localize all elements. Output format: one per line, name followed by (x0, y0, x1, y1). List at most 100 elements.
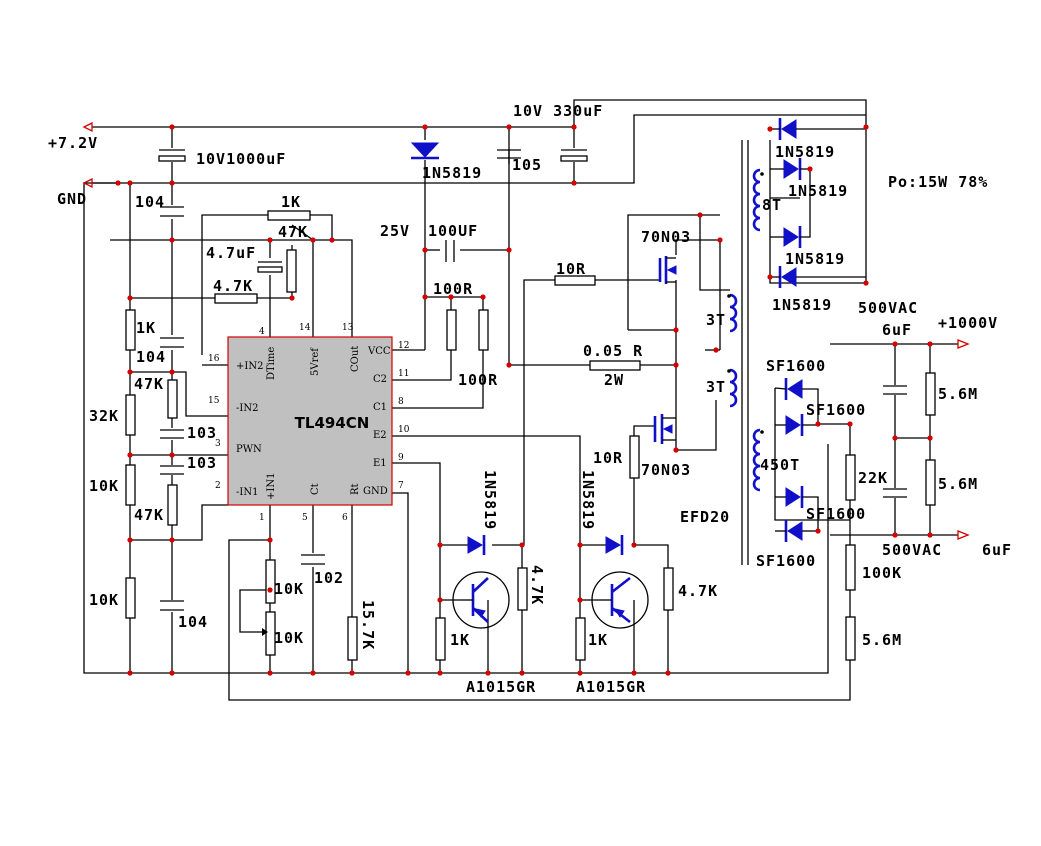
label-diode-in: 1N5819 (422, 164, 482, 182)
junction-dot (892, 341, 898, 347)
svg-text:16: 16 (208, 354, 220, 364)
vout-terminal (957, 339, 970, 349)
label-d-q2: 1N5819 (579, 470, 597, 530)
label-sec-turns: 450T (760, 456, 800, 474)
svg-text:GND: GND (363, 486, 388, 497)
junction-dot (847, 421, 853, 427)
diode-sf1600-c (785, 486, 804, 508)
junction-dot (697, 212, 703, 218)
label-r-10k-a: 10K (89, 477, 119, 495)
resistor-10k-c (265, 559, 276, 604)
resistor-4k7-q2 (663, 567, 674, 611)
label-pot-10k: 10K (274, 629, 304, 647)
resistor-10k-b (125, 577, 136, 619)
svg-text:+IN2: +IN2 (236, 361, 263, 372)
resistor-22k (845, 454, 856, 501)
label-gnd: GND (57, 190, 87, 208)
resistor-5m6-b (925, 459, 936, 506)
junction-dot (310, 237, 316, 243)
svg-text:10: 10 (398, 425, 410, 435)
label-c-105: 105 (512, 156, 542, 174)
junction-dot (631, 670, 637, 676)
label-c-102: 102 (314, 569, 344, 587)
junction-dot (892, 435, 898, 441)
resistor-4k7-q1 (517, 567, 528, 611)
label-pri-b: 3T (706, 378, 726, 396)
capacitor-102 (301, 554, 325, 565)
label-r-10k-b: 10K (89, 591, 119, 609)
svg-text:15: 15 (208, 396, 220, 406)
svg-text:5: 5 (302, 513, 308, 523)
label-r-10r-bot: 10R (593, 449, 623, 467)
junction-dot (863, 124, 869, 130)
resistor-32k (125, 394, 136, 436)
svg-text:12: 12 (398, 341, 409, 351)
diode-1n5819-q1 (467, 535, 486, 555)
junction-dot (927, 532, 933, 538)
junction-dot (480, 294, 486, 300)
junction-dot (807, 166, 813, 172)
junction-dot (267, 537, 273, 543)
junction-dot (673, 362, 679, 368)
resistor-4k7-top (214, 293, 258, 304)
resistor-47k-top (286, 249, 297, 293)
resistor-100k (845, 544, 856, 591)
label-r-1k-top: 1K (281, 193, 301, 211)
diode-1n5819-input (410, 142, 440, 160)
junction-dot (767, 274, 773, 280)
label-hv-d2: SF1600 (806, 401, 866, 419)
label-c-out-uf-top: 6uF (882, 321, 912, 339)
label-r-100r-b: 100R (458, 371, 498, 389)
resistor-10r-bot (629, 435, 640, 479)
resistor-sense (589, 360, 641, 371)
label-r-10k-c: 10K (274, 580, 304, 598)
diode-sf1600-a (784, 378, 803, 400)
label-hv-d1: SF1600 (766, 357, 826, 375)
junction-dot (289, 295, 295, 301)
junction-dot (767, 126, 773, 132)
resistor-1k-q2 (575, 617, 586, 661)
resistor-10r-top (554, 275, 596, 286)
junction-dot (863, 280, 869, 286)
junction-dot (349, 670, 355, 676)
label-r-100k: 100K (862, 564, 902, 582)
label-r-1k-left: 1K (136, 319, 156, 337)
label-r-4k7-q2: 4.7K (678, 582, 718, 600)
label-sec-d3: 1N5819 (785, 250, 845, 268)
svg-text:5Vref: 5Vref (310, 347, 321, 376)
label-hv-d3: SF1600 (806, 505, 866, 523)
junction-dot (577, 597, 583, 603)
label-c-103-a: 103 (187, 424, 217, 442)
resistor-5m6-c (845, 616, 856, 661)
label-r-4k7-top: 4.7K (213, 277, 253, 295)
diode-1n5819-q2 (605, 535, 624, 555)
label-vin: +7.2V (48, 134, 98, 152)
label-c-104-left: 104 (136, 348, 166, 366)
diode-sf1600-b (785, 414, 804, 436)
ic-name: TL494CN (295, 414, 370, 432)
junction-dot (169, 452, 175, 458)
junction-dot (506, 247, 512, 253)
junction-dots (115, 124, 933, 676)
mosfet-top (658, 256, 677, 284)
label-r-5m6-c: 5.6M (862, 631, 902, 649)
junction-dot (506, 124, 512, 130)
pnp-transistor-q2 (591, 571, 649, 629)
svg-text:+IN1: +IN1 (266, 473, 277, 500)
label-d-q1: 1N5819 (481, 470, 499, 530)
svg-text:E2: E2 (373, 430, 387, 441)
junction-dot (448, 294, 454, 300)
junction-dot (815, 421, 821, 427)
label-r-100r-a: 100R (433, 280, 473, 298)
junction-dot (115, 180, 121, 186)
junction-dot (506, 362, 512, 368)
capacitor-out-bot (883, 488, 907, 498)
svg-text:C1: C1 (373, 402, 387, 413)
resistor-100r-a (446, 309, 457, 351)
ic-tl494cn: TL494CN +IN2 -IN2 PWN -IN1 VCC C2 C1 E2 … (208, 323, 410, 523)
capacitor-4u7 (257, 261, 283, 273)
junction-dot (267, 237, 273, 243)
svg-text:C2: C2 (373, 374, 387, 385)
terminals (82, 121, 970, 540)
